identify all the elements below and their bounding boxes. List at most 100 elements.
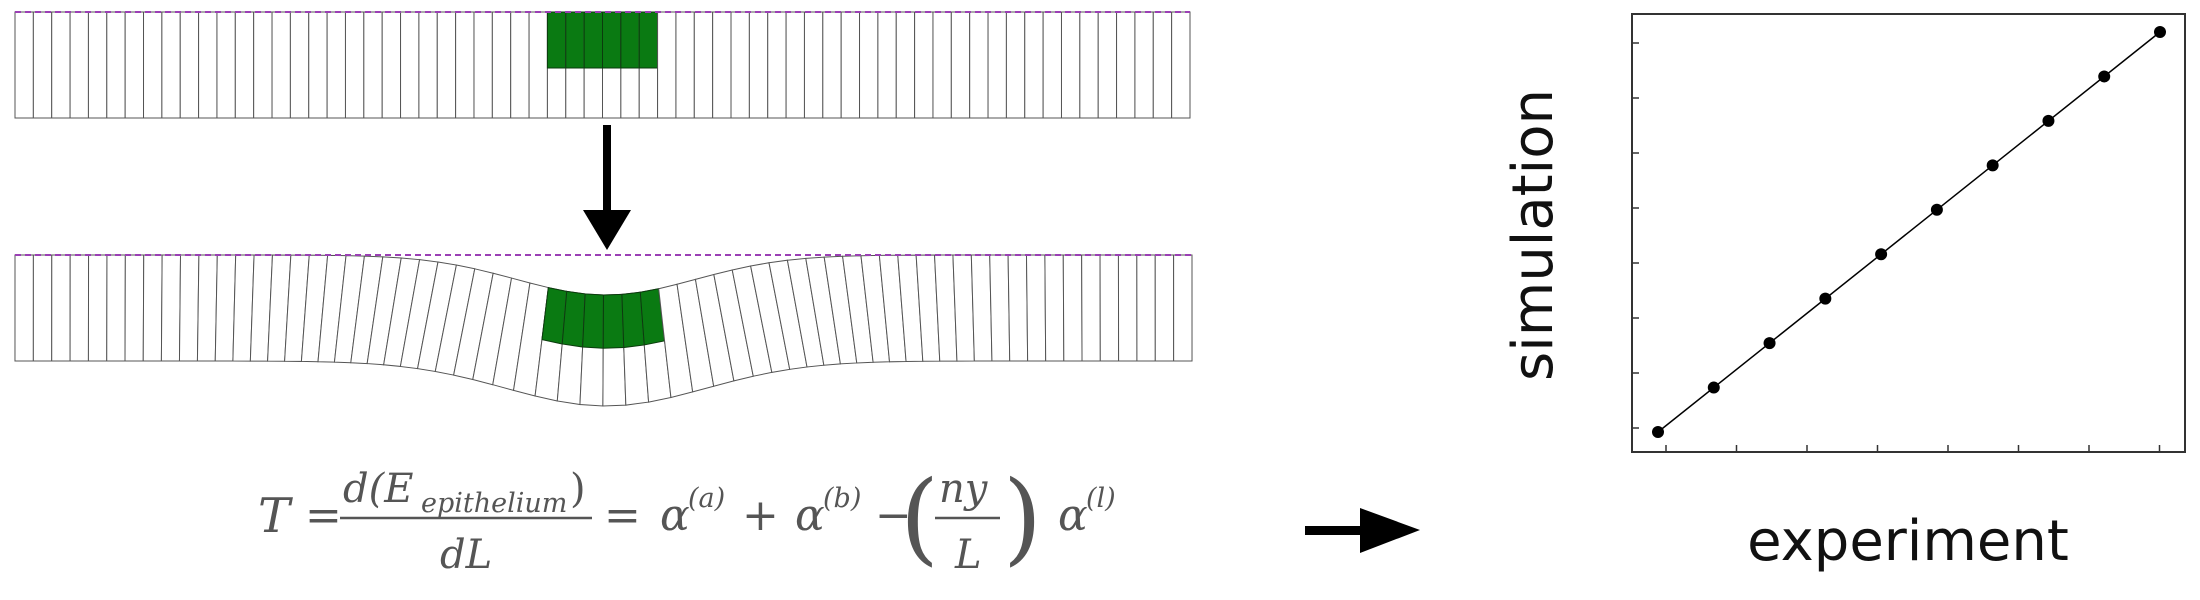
epithelial-cell (1117, 254, 1138, 362)
eq-plus: + (742, 490, 779, 541)
eq-lhs: T (258, 488, 293, 544)
epithelial-cell (381, 11, 402, 119)
plot-point (2154, 26, 2166, 38)
epithelial-cell (1154, 254, 1175, 362)
down-arrow-icon (583, 125, 631, 250)
right-arrow-icon (1305, 508, 1420, 553)
epithelial-cell (436, 11, 457, 119)
epithelial-cell (1116, 11, 1136, 119)
epithelial-cell (14, 11, 34, 119)
plot-x-label: experiment (1747, 509, 2069, 574)
plot-fit-line (1657, 31, 2161, 433)
epithelial-cell (767, 11, 787, 119)
plot-point (2042, 114, 2055, 127)
epithelial-cell (895, 11, 916, 119)
eq-inner-numerator: ny (939, 466, 989, 512)
epithelial-cell (32, 11, 53, 119)
contractile-cell (583, 11, 603, 69)
epithelial-cell (748, 11, 769, 119)
epithelial-cell (198, 11, 218, 119)
epithelial-cell (712, 11, 732, 119)
contractile-cell (582, 293, 605, 349)
epithelial-cell (51, 11, 71, 119)
eq-alpha-l: α (1058, 490, 1088, 541)
epithelial-cell (69, 254, 90, 362)
epithelial-cell (932, 11, 952, 119)
epithelial-cell (142, 254, 163, 362)
plot-frame (1631, 13, 2186, 453)
epithelium-sheet-deformed (14, 254, 1193, 407)
epithelial-cell (214, 254, 237, 362)
plot-point (1707, 381, 1720, 394)
epithelial-cell (14, 254, 34, 362)
epithelial-cell (106, 254, 126, 362)
plot-point (1819, 292, 1832, 305)
contractile-cell (602, 11, 622, 69)
epithelial-cell (730, 11, 750, 119)
epithelial-cell (510, 11, 530, 119)
epithelial-cell (859, 11, 879, 119)
eq-denominator: dL (440, 532, 492, 578)
epithelial-cell (271, 11, 291, 119)
epithelial-cell (675, 11, 695, 119)
epithelial-cell (840, 11, 861, 119)
plot-points (1652, 26, 2166, 438)
contractile-cell (620, 11, 640, 69)
epithelial-cell (952, 254, 975, 362)
tension-equation: T = d(E epithelium ) dL = α (a) + α (b) … (258, 459, 1116, 578)
epithelial-cell (106, 11, 126, 119)
epithelial-cell (1173, 254, 1193, 362)
contractile-cell (638, 11, 659, 69)
eq-numerator-close: ) (570, 466, 586, 512)
epithelial-cell (87, 11, 108, 119)
plot-point (1652, 426, 1664, 438)
epithelial-cell (1079, 11, 1099, 119)
epithelial-cell (69, 11, 89, 119)
epithelial-cell (160, 254, 182, 362)
eq-alpha-l-sup: (l) (1086, 483, 1116, 514)
eq-numerator-subscript: epithelium (421, 488, 567, 519)
epithelial-cell (1097, 11, 1118, 119)
eq-right-paren: ) (1003, 459, 1042, 576)
comparison-plot: experiment simulation (1501, 13, 2186, 574)
epithelial-cell (1042, 11, 1062, 119)
plot-point (2098, 70, 2111, 83)
epithelial-cell (308, 11, 328, 119)
epithelial-cell (196, 254, 218, 362)
eq-alpha-a-sup: (a) (688, 483, 725, 514)
epithelial-cell (418, 11, 438, 119)
epithelial-cell (363, 11, 383, 119)
epithelial-cell (1024, 11, 1044, 119)
plot-point (1875, 248, 1888, 261)
epithelial-cell (32, 254, 53, 362)
epithelial-cell (803, 11, 824, 119)
epithelial-cell (1005, 11, 1026, 119)
epithelial-cell (400, 11, 420, 119)
contractile-cell (546, 11, 567, 69)
eq-equals-1: = (305, 490, 342, 541)
epithelial-cell (161, 11, 181, 119)
epithelial-cell (473, 11, 493, 119)
epithelial-cell (1060, 11, 1081, 119)
epithelial-cell (970, 254, 993, 362)
epithelial-cell (693, 11, 714, 119)
epithelial-cell (455, 11, 475, 119)
epithelial-cell (289, 11, 310, 119)
epithelial-cell (253, 11, 273, 119)
contractile-cell (565, 11, 585, 69)
epithelial-cell (987, 11, 1007, 119)
epithelial-cell (143, 11, 163, 119)
eq-left-paren: ( (900, 459, 939, 576)
plot-y-label: simulation (1501, 89, 1566, 381)
epithelial-cell (124, 11, 145, 119)
epithelial-cell (491, 11, 512, 119)
eq-alpha-a: α (660, 490, 690, 541)
plot-point (1930, 203, 1943, 216)
epithelial-cell (178, 254, 200, 362)
contractile-cell (602, 293, 625, 349)
epithelial-cell (87, 254, 108, 362)
epithelial-cell (1062, 254, 1083, 362)
epithelial-cell (1099, 254, 1120, 362)
epithelial-cell (124, 254, 145, 362)
